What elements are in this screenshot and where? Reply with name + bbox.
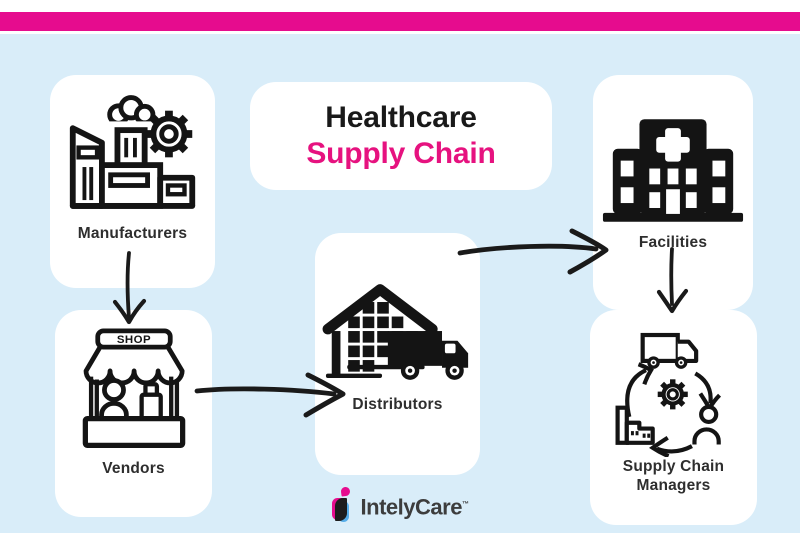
arrow-distributors-to-facilities bbox=[457, 228, 609, 275]
factory-gear-icon bbox=[69, 95, 195, 209]
cycle-factory-icon bbox=[615, 405, 655, 445]
arrow-vendors-to-distributors bbox=[194, 372, 346, 418]
supply-cycle-icon bbox=[615, 332, 721, 457]
top-accent-bar bbox=[0, 12, 800, 31]
cycle-truck-icon bbox=[640, 332, 680, 364]
logo-dot bbox=[339, 486, 351, 497]
node-vendors: SHOP Vendors bbox=[55, 310, 212, 517]
page-title-line2: Supply Chain bbox=[306, 137, 496, 170]
brand-name: IntelyCare™ bbox=[361, 487, 469, 525]
node-label-facilities: Facilities bbox=[638, 234, 708, 251]
brand-logo: IntelyCare™ bbox=[0, 486, 800, 525]
brand-name-text: IntelyCare bbox=[360, 494, 463, 520]
arrow-facilities-to-managers bbox=[656, 247, 689, 314]
node-manufacturers: Manufacturers bbox=[50, 75, 215, 288]
page-title-line1: Healthcare bbox=[325, 101, 477, 134]
trademark-symbol: ™ bbox=[461, 501, 469, 508]
node-supply-chain-managers: Supply Chain Managers bbox=[590, 310, 757, 525]
cycle-gear-icon bbox=[657, 379, 688, 410]
arrow-manufacturers-to-vendors bbox=[112, 251, 147, 325]
warehouse-truck-icon bbox=[322, 284, 468, 380]
node-distributors: Distributors bbox=[315, 233, 480, 475]
shop-sign-text: SHOP bbox=[116, 334, 150, 346]
node-label-vendors: Vendors bbox=[102, 460, 165, 477]
node-label-manufacturers: Manufacturers bbox=[77, 225, 188, 242]
node-label-supply-chain-managers: Supply Chain Managers bbox=[622, 458, 725, 495]
market-stall-icon: SHOP bbox=[82, 328, 185, 448]
title-card: Healthcare Supply Chain bbox=[250, 82, 552, 190]
intelycare-logo-icon bbox=[331, 486, 354, 523]
cycle-person-icon bbox=[691, 404, 721, 445]
hospital-icon bbox=[602, 119, 744, 222]
logo-petal-dark bbox=[334, 498, 347, 521]
node-label-distributors: Distributors bbox=[352, 396, 443, 413]
